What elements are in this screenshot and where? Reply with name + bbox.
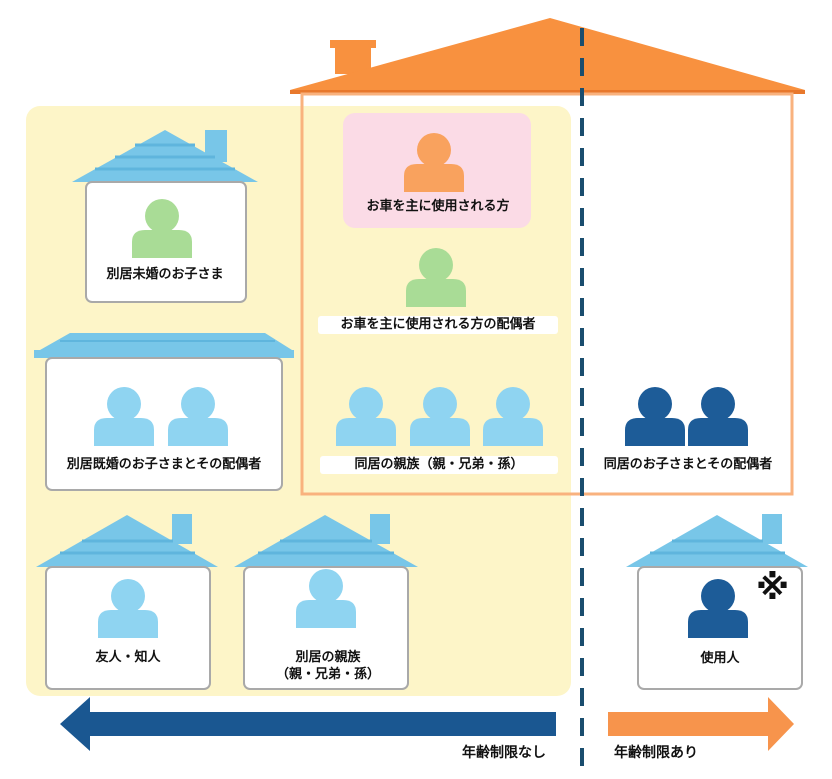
separate-married-child-label: 別居既婚のお子さまとその配偶者 — [52, 456, 276, 474]
spouse-label: お車を主に使用される方の配偶者 — [318, 316, 558, 334]
no-age-limit-text: 年齢制限なし — [462, 745, 546, 761]
separate-relatives-line2: （親・兄弟・孫） — [275, 667, 380, 682]
separate-relatives-line1: 別居の親族 — [295, 650, 361, 665]
main-driver-label: お車を主に使用される方 — [366, 199, 510, 214]
employee-label: 使用人 — [680, 650, 760, 668]
separate-relatives-label: 別居の親族 （親・兄弟・孫） — [268, 649, 388, 683]
note-mark: ※ — [756, 568, 790, 608]
cohabiting-child-label: 同居のお子さまとその配偶者 — [590, 456, 786, 474]
age-limit-arrow — [608, 697, 794, 751]
friend-label: 友人・知人 — [78, 649, 178, 667]
cohabiting-relatives-label: 同居の親族（親・兄弟・孫） — [320, 456, 558, 474]
no-age-limit-arrow — [60, 697, 556, 751]
separate-unmarried-child-label: 別居未婚のお子さま — [94, 266, 236, 284]
age-limit-text: 年齢制限あり — [614, 745, 698, 761]
